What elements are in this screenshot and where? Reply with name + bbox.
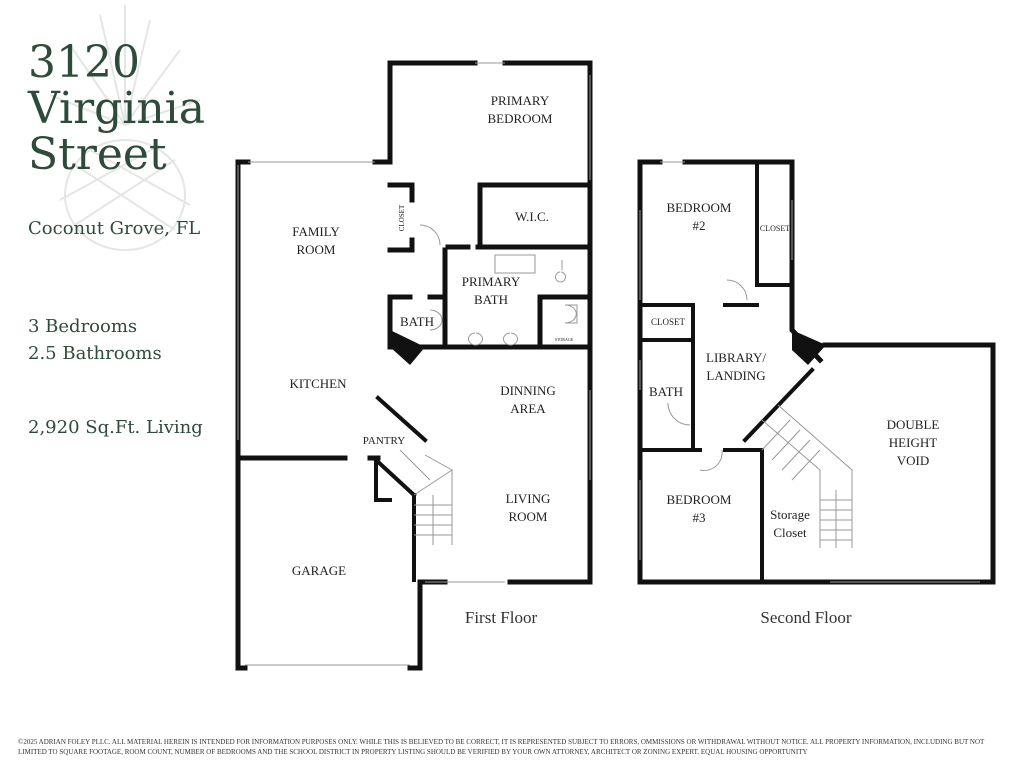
- room-living-room-line2: ROOM: [508, 509, 547, 524]
- room-family-room-line2: ROOM: [296, 242, 335, 257]
- room-bath-2nd: BATH: [649, 384, 683, 399]
- room-closet-left: CLOSET: [651, 317, 686, 327]
- room-primary-bath-line1: PRIMARY: [462, 274, 521, 289]
- room-dinning-area-line2: AREA: [510, 401, 546, 416]
- address-line-number: 3120: [28, 37, 140, 88]
- second-floor-label: Second Floor: [760, 608, 851, 627]
- first-floor-walls: [235, 60, 593, 671]
- room-closet: CLOSET: [398, 204, 406, 231]
- room-family-room-line1: FAMILY: [292, 224, 340, 239]
- address-line-street-2: Street: [28, 129, 167, 180]
- room-library-line1: LIBRARY/: [706, 350, 766, 365]
- room-dinning-area-line1: DINNING: [500, 383, 556, 398]
- second-floor-walls: [637, 159, 996, 585]
- room-storage-closet-line2: Closet: [773, 525, 807, 540]
- room-closet-right: CLOSET: [760, 224, 790, 233]
- room-double-height-line2: HEIGHT: [889, 435, 937, 450]
- room-bath: BATH: [400, 314, 434, 329]
- room-garage: GARAGE: [292, 563, 346, 578]
- room-primary-bedroom-line2: BEDROOM: [487, 111, 552, 126]
- bedrooms-count: 3 Bedrooms: [28, 316, 138, 337]
- room-bedroom3-line2: #3: [693, 510, 706, 525]
- room-bedroom3-line1: BEDROOM: [666, 492, 731, 507]
- room-bedroom2-line2: #2: [693, 218, 706, 233]
- bathrooms-count: 2.5 Bathrooms: [28, 343, 162, 364]
- location: Coconut Grove, FL: [28, 218, 201, 239]
- room-living-room-line1: LIVING: [506, 491, 551, 506]
- footer-disclaimer: ©2025 ADRIAN FOLEY PLLC. ALL MATERIAL HE…: [18, 738, 985, 756]
- room-double-height-line1: DOUBLE: [887, 417, 940, 432]
- room-storage: STORAGE: [555, 337, 574, 342]
- room-bedroom2-line1: BEDROOM: [666, 200, 731, 215]
- first-floor-label: First Floor: [465, 608, 538, 627]
- room-double-height-line3: VOID: [897, 453, 930, 468]
- room-kitchen: KITCHEN: [289, 376, 347, 391]
- room-primary-bedroom-line1: PRIMARY: [491, 93, 550, 108]
- pineapple-watermark-icon: [49, 5, 201, 251]
- room-storage-closet-line1: Storage: [770, 507, 810, 522]
- room-pantry: PANTRY: [363, 435, 405, 447]
- property-address-title: 3120 Virginia Street: [28, 40, 205, 178]
- room-library-line2: LANDING: [706, 368, 765, 383]
- living-area: 2,920 Sq.Ft. Living: [28, 417, 203, 438]
- room-wic: W.I.C.: [515, 209, 549, 224]
- room-primary-bath-line2: BATH: [474, 292, 508, 307]
- address-line-street-1: Virginia: [28, 83, 205, 134]
